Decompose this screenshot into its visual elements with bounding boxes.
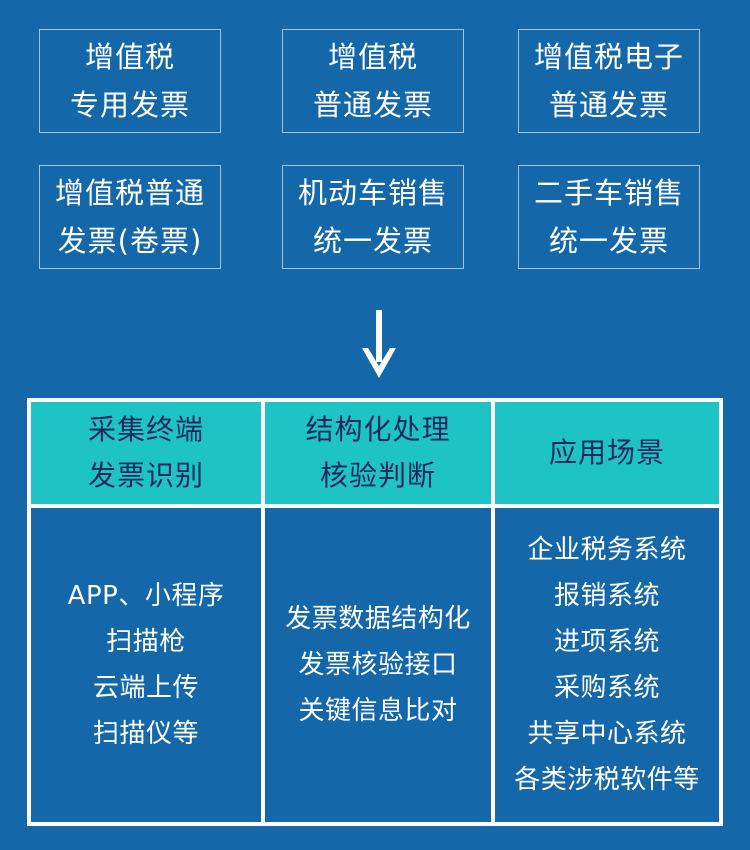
invoice-type-line: 机动车销售 — [297, 176, 448, 210]
header-line: 核验判断 — [319, 459, 436, 492]
list-item: 共享中心系统 — [527, 719, 687, 749]
column-body-scenarios: 企业税务系统 报销系统 进项系统 采购系统 共享中心系统 各类涉税软件等 — [495, 508, 719, 822]
invoice-type-line: 普通发票 — [548, 88, 669, 122]
invoice-type-line: 统一发票 — [312, 224, 433, 258]
pipeline-table: 采集终端 发票识别 结构化处理 核验判断 应用场景 APP、小程序 扫描枪 云端… — [27, 398, 723, 826]
list-item: 发票数据结构化 — [285, 604, 471, 634]
invoice-type-box: 二手车销售 统一发票 — [518, 165, 700, 269]
list-item: 采购系统 — [553, 673, 660, 703]
list-item: 进项系统 — [553, 627, 660, 657]
invoice-type-line: 发票(卷票) — [57, 224, 203, 258]
invoice-type-box: 增值税电子 普通发票 — [518, 29, 700, 133]
header-line: 发票识别 — [87, 459, 204, 492]
column-header-processing: 结构化处理 核验判断 — [265, 402, 491, 504]
header-line: 结构化处理 — [305, 413, 451, 446]
list-item: 企业税务系统 — [527, 535, 687, 565]
header-line: 采集终端 — [87, 413, 204, 446]
list-item: APP、小程序 — [67, 581, 225, 611]
invoice-type-box: 增值税 专用发票 — [39, 29, 221, 133]
invoice-type-box: 机动车销售 统一发票 — [282, 165, 464, 269]
invoice-type-line: 普通发票 — [312, 88, 433, 122]
column-body-processing: 发票数据结构化 发票核验接口 关键信息比对 — [265, 508, 491, 822]
invoice-type-box: 增值税普通 发票(卷票) — [39, 165, 221, 269]
invoice-type-line: 增值税 — [84, 40, 175, 74]
list-item: 各类涉税软件等 — [514, 765, 700, 795]
column-header-capture: 采集终端 发票识别 — [31, 402, 261, 504]
header-line: 应用场景 — [548, 436, 665, 469]
column-body-capture: APP、小程序 扫描枪 云端上传 扫描仪等 — [31, 508, 261, 822]
list-item: 扫描仪等 — [92, 719, 199, 749]
invoice-type-line: 统一发票 — [548, 224, 669, 258]
list-item: 发票核验接口 — [298, 650, 458, 680]
list-item: 扫描枪 — [106, 627, 186, 657]
column-header-scenarios: 应用场景 — [495, 402, 719, 504]
invoice-type-line: 增值税普通 — [54, 176, 205, 210]
invoice-type-line: 增值税 — [327, 40, 418, 74]
invoice-type-box: 增值税 普通发票 — [282, 29, 464, 133]
list-item: 报销系统 — [553, 581, 660, 611]
arrow-down-icon — [362, 310, 396, 378]
invoice-type-line: 增值税电子 — [533, 40, 684, 74]
invoice-type-line: 二手车销售 — [533, 176, 684, 210]
list-item: 云端上传 — [92, 673, 199, 703]
list-item: 关键信息比对 — [298, 696, 458, 726]
invoice-type-line: 专用发票 — [69, 88, 190, 122]
